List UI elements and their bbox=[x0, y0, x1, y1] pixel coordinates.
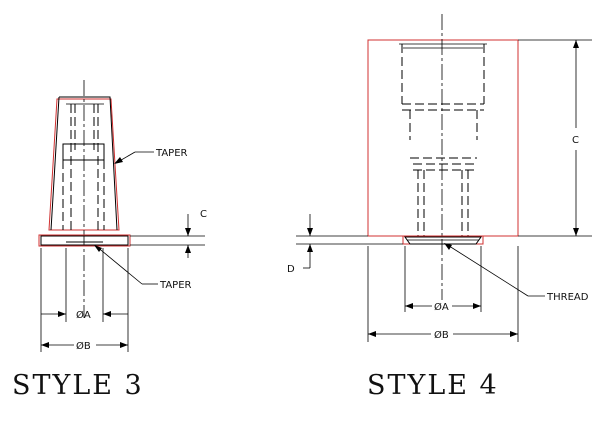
style-4-dim-b-label: ØB bbox=[434, 329, 449, 341]
style-4-dim-a-label: ØA bbox=[434, 301, 449, 313]
style-3-a-arrow-right bbox=[103, 311, 111, 317]
style-3-body-outline bbox=[50, 96, 118, 231]
style-4-thread-arrow bbox=[444, 243, 452, 250]
style-3-dim-c-label: C bbox=[200, 209, 207, 220]
style-4-c-arrow-bottom bbox=[573, 228, 579, 236]
style-3-taper-arrow-2 bbox=[94, 245, 102, 252]
style-4-thread bbox=[404, 236, 482, 245]
style-4-b-arrow-right bbox=[510, 331, 518, 337]
style-3-drawing bbox=[38, 80, 205, 352]
style-3-caption: STYLE 3 bbox=[12, 370, 144, 401]
style-3-c-arrow-top bbox=[185, 228, 191, 236]
style-4-a-arrow-left bbox=[405, 303, 413, 309]
style-4-b-arrow-left bbox=[368, 331, 376, 337]
style-3-b-arrow-right bbox=[120, 342, 128, 348]
style-3-c-arrow-bottom bbox=[185, 245, 191, 253]
style-3-a-arrow-left bbox=[58, 311, 66, 317]
style-4-d-arrow-bottom bbox=[307, 244, 313, 252]
style-3-flange bbox=[40, 235, 129, 246]
style-3-taper-leader-2 bbox=[95, 245, 143, 285]
style-3-dim-a-label: ØA bbox=[76, 309, 91, 321]
style-3-flange-red bbox=[38, 234, 131, 247]
style-4-dim-c-label: C bbox=[572, 135, 579, 146]
style-4-dim-d-label: D bbox=[287, 264, 295, 275]
style-3-taper-arrow-1 bbox=[114, 157, 123, 164]
style-4-caption: STYLE 4 bbox=[367, 370, 499, 401]
style-3-dim-b-label: ØB bbox=[76, 340, 91, 352]
style-3-collar bbox=[62, 143, 105, 161]
style-4-a-arrow-right bbox=[473, 303, 481, 309]
style-3-taper-label-bottom: TAPER bbox=[159, 280, 192, 291]
style-4-c-arrow-top bbox=[573, 40, 579, 48]
style-4-thread-leader bbox=[445, 243, 529, 297]
style-3-taper-label-top: TAPER bbox=[155, 148, 188, 159]
style-4-d-arrow-top bbox=[307, 228, 313, 236]
style-3-b-arrow-left bbox=[41, 342, 49, 348]
style-4-thread-label: THREAD bbox=[546, 292, 589, 303]
style-4-red-outline bbox=[367, 39, 519, 237]
style-3-red-outline bbox=[48, 98, 120, 231]
style-4-drawing bbox=[296, 14, 592, 342]
